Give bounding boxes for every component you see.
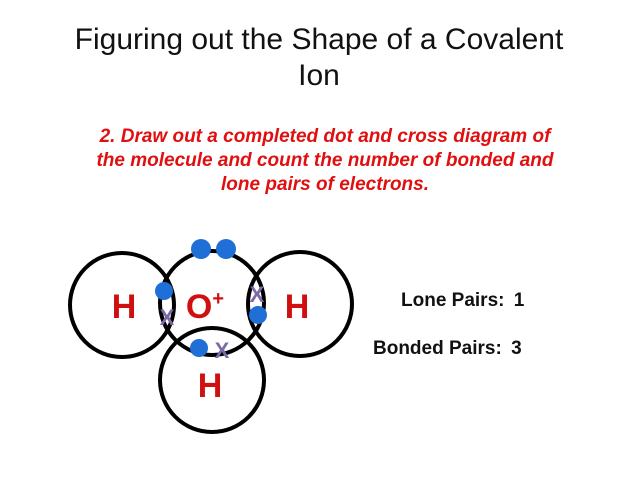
electron-dot-bottom-bond (190, 339, 208, 357)
electron-cross-bottom-bond: X (215, 338, 230, 363)
electron-cross-left-bond: X (160, 305, 175, 330)
lone-pairs-label: Lone Pairs: (401, 290, 505, 311)
title-line-1: Figuring out the Shape of a Covalent (74, 23, 564, 56)
electron-dot-lone-pair-1 (191, 239, 211, 259)
oxygen-symbol: O (186, 288, 212, 326)
lone-pairs-row: Lone Pairs: 1 (401, 290, 524, 312)
instruction-line-1: 2. Draw out a completed dot and cross di… (99, 126, 551, 147)
oxygen-charge: + (212, 288, 224, 310)
lone-pairs-value: 1 (513, 290, 525, 311)
atom-label-right-h: H (285, 288, 310, 326)
electron-dot-lone-pair-2 (216, 239, 236, 259)
bonded-pairs-value: 3 (511, 338, 522, 359)
atom-label-oxygen: O+ (186, 288, 224, 326)
electron-dot-right-bond (249, 306, 267, 324)
right-hydrogen-shell (246, 250, 354, 358)
instruction-line-3: lone pairs of electrons. (221, 174, 429, 195)
bottom-hydrogen-shell (158, 326, 266, 434)
electron-cross-right-bond: X (250, 282, 265, 307)
title-line-2: Ion (298, 59, 340, 92)
bonded-pairs-row: Bonded Pairs: 3 (373, 338, 522, 360)
oxygen-shell (158, 249, 266, 357)
bonded-pairs-label: Bonded Pairs: (373, 338, 502, 359)
atom-label-left-h: H (112, 288, 137, 326)
electron-dot-left-bond (155, 282, 173, 300)
atom-label-bottom-h: H (198, 367, 223, 405)
instruction-line-2: the molecule and count the number of bon… (96, 150, 554, 171)
instruction-text: 2. Draw out a completed dot and cross di… (38, 125, 612, 197)
slide-title: Figuring out the Shape of a Covalent Ion (0, 22, 638, 94)
left-hydrogen-shell (68, 251, 176, 359)
